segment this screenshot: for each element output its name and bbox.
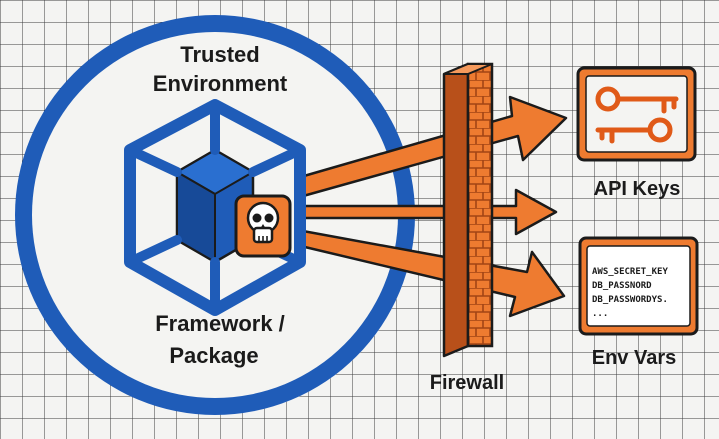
env-var-line-3: DB_PASSWORDYS. [592, 295, 668, 305]
arrow-to-env-vars [286, 227, 566, 318]
trusted-environment-title-line-2: Environment [153, 71, 288, 96]
package-cube-icon [124, 99, 306, 316]
package-label-line-2: Package [169, 343, 258, 368]
arrow-to-api-keys [288, 95, 568, 200]
env-vars-label: Env Vars [592, 347, 677, 369]
firewall-wall [442, 62, 494, 358]
env-var-line-4: ... [592, 309, 608, 319]
api-keys-label: API Keys [594, 178, 681, 200]
firewall-label: Firewall [430, 372, 504, 394]
env-vars-card [578, 236, 699, 336]
package-label-line-1: Framework / [155, 311, 285, 336]
arrow-to-center [294, 188, 558, 236]
key-icon-second [595, 117, 673, 144]
api-keys-card [576, 66, 697, 162]
exfiltration-arrows [286, 95, 568, 318]
trusted-environment-title-line-1: Trusted [180, 42, 259, 67]
key-icon [595, 86, 679, 114]
skull-icon [234, 194, 292, 258]
env-var-line-2: DB_PASSNORD [592, 281, 652, 291]
env-var-line-1: AWS_SECRET_KEY [592, 267, 668, 277]
